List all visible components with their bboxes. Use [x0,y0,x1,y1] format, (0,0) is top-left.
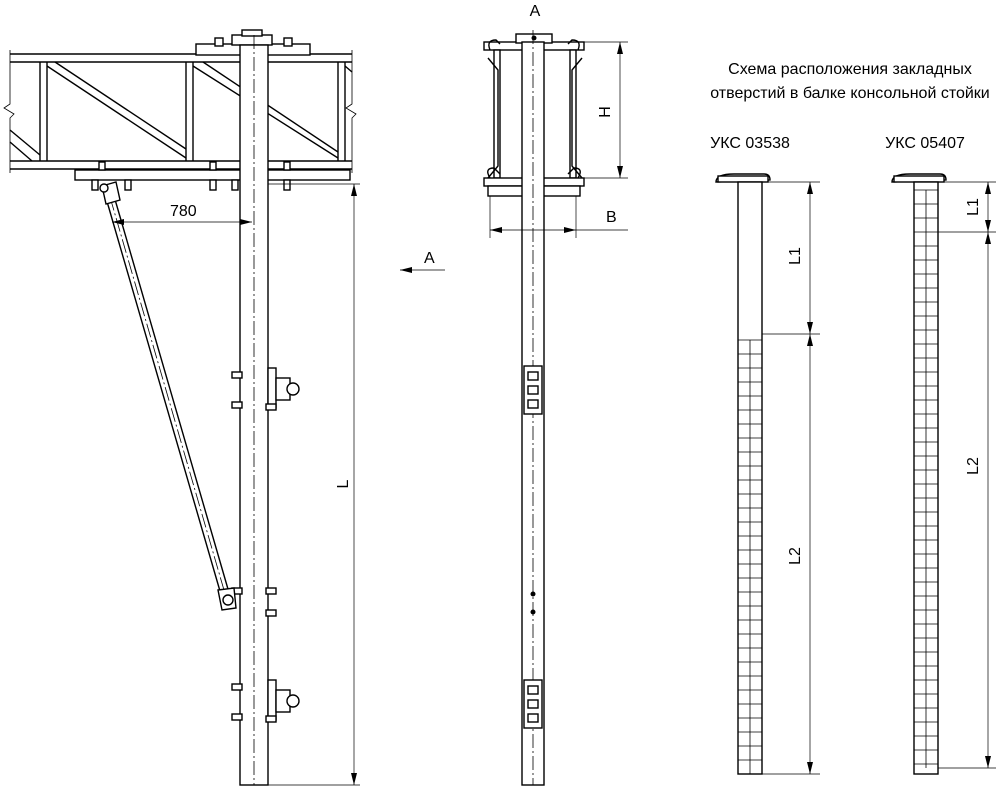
dimension-b-label: B [606,209,617,226]
diagonal-brace [99,181,237,611]
front-view-a-label: A [530,3,541,20]
truss-beam [3,50,357,173]
schema-title-line1: Схема расположения закладных [728,61,972,78]
bottom-mounting-plate [74,161,351,191]
view-arrow-a-label: A [424,250,435,267]
view-arrow-a: A [400,250,445,273]
schema-col1-label: УКС 03538 [710,135,790,152]
schema-col2-l2: L2 [965,457,982,475]
schema-col1-l1: L1 [787,247,804,265]
dimension-780: 780 [112,203,252,225]
schema-col2-label: УКС 05407 [885,135,965,152]
front-view-a: A H [483,3,628,786]
schema-column-2: L1 L2 [891,173,996,775]
dimension-l-label: L [335,479,352,488]
schema-column-1: L1 L2 [715,173,820,775]
dimension-l: L [268,183,360,786]
schema-col2-l1: L1 [965,198,982,216]
dimension-780-label: 780 [170,203,197,220]
schema-title-line2: отверстий в балке консольной стойки [710,85,990,102]
console-post [231,35,300,786]
side-view: 780 L [3,29,360,786]
schema-panel: Схема расположения закладных отверстий в… [710,61,996,775]
dimension-h-label: H [597,106,614,118]
schema-col1-l2: L2 [787,547,804,565]
